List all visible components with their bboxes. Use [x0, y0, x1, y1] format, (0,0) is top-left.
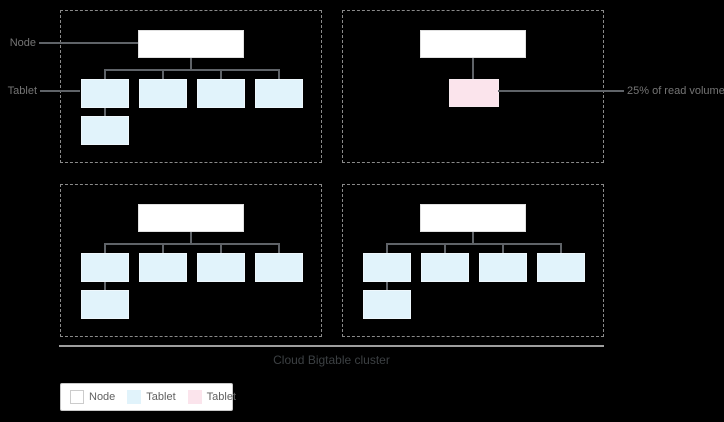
- zone-bottom-right: [342, 184, 604, 337]
- tablet-box: [255, 253, 303, 282]
- connector-line: [190, 58, 192, 69]
- tablet-box: [197, 253, 245, 282]
- tablet-callout-label: Tablet: [7, 85, 37, 97]
- connector-line: [386, 282, 388, 290]
- zone-bottom-left: [60, 184, 322, 337]
- node-box: [138, 30, 244, 58]
- legend: Node Tablet Tablet: [60, 383, 237, 411]
- connector-line: [278, 245, 280, 253]
- connector-line: [104, 71, 106, 79]
- legend-node-swatch: [70, 390, 84, 404]
- connector-line: [560, 245, 562, 253]
- connector-line: [162, 245, 164, 253]
- connector-line: [162, 71, 164, 79]
- connector-line: [502, 245, 504, 253]
- zone-top-right: [342, 10, 604, 163]
- node-box: [138, 204, 244, 232]
- connector-line: [386, 245, 388, 253]
- node-callout-leader-line: [39, 42, 138, 44]
- legend-item-node: Node: [70, 390, 115, 404]
- legend-item-tablet: Tablet: [127, 390, 176, 404]
- node-box: [420, 30, 526, 58]
- connector-line: [444, 245, 446, 253]
- read-volume-callout-label: 25% of read volume: [627, 85, 724, 97]
- tablet-box: [537, 253, 585, 282]
- tablet-box: [139, 253, 187, 282]
- tablet-box: [81, 290, 129, 319]
- legend-node-label: Node: [89, 391, 116, 403]
- tablet-box: [81, 116, 129, 145]
- connector-line: [190, 232, 192, 243]
- hot-tablet-box: [449, 79, 499, 107]
- connector-line: [220, 71, 222, 79]
- read-volume-leader-line: [498, 90, 624, 92]
- legend-tablet-label: Tablet: [146, 391, 176, 403]
- connector-line: [104, 243, 280, 245]
- zone-top-left: [60, 10, 322, 163]
- tablet-box: [421, 253, 469, 282]
- connector-line: [472, 58, 474, 79]
- tablet-box: [479, 253, 527, 282]
- node-callout-label: Node: [9, 37, 36, 49]
- tablet-box: [363, 290, 411, 319]
- legend-hot-tablet-label: Tablet: [206, 391, 237, 403]
- connector-line: [104, 245, 106, 253]
- tablet-box: [363, 253, 411, 282]
- connector-line: [386, 243, 562, 245]
- cluster-caption: Cloud Bigtable cluster: [273, 353, 390, 367]
- node-box: [420, 204, 526, 232]
- tablet-box: [81, 79, 129, 108]
- legend-item-hot-tablet: Tablet: [187, 390, 237, 404]
- connector-line: [104, 282, 106, 290]
- connector-line: [220, 245, 222, 253]
- tablet-box: [197, 79, 245, 108]
- connector-line: [472, 232, 474, 243]
- connector-line: [104, 69, 280, 71]
- tablet-box: [81, 253, 129, 282]
- connector-line: [278, 71, 280, 79]
- legend-hot-tablet-swatch: [187, 390, 202, 404]
- tablet-box: [255, 79, 303, 108]
- tablet-callout-leader-line: [40, 90, 80, 92]
- cluster-baseline: [59, 345, 604, 347]
- legend-tablet-swatch: [127, 390, 142, 404]
- tablet-box: [139, 79, 187, 108]
- connector-line: [104, 108, 106, 116]
